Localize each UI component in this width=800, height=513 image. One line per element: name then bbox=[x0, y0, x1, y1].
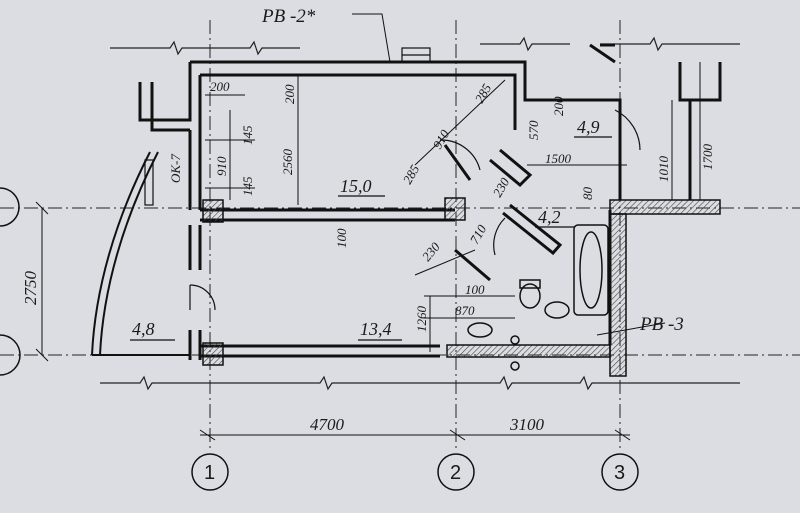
area-bath: 4,2 bbox=[538, 207, 561, 227]
hatched-walls bbox=[202, 197, 721, 377]
dim-710: 710 bbox=[467, 222, 490, 247]
axis-label-2: 2 bbox=[450, 462, 461, 484]
dim-285-b: 285 bbox=[472, 81, 495, 106]
axis-label-1: 1 bbox=[204, 462, 215, 484]
dim-145-a: 145 bbox=[240, 125, 255, 145]
area-hall: 4,9 bbox=[577, 117, 600, 137]
dim-100-b: 100 bbox=[334, 228, 349, 248]
windows bbox=[144, 47, 431, 206]
dimension-lines bbox=[35, 13, 701, 441]
dim-145-b: 145 bbox=[240, 176, 255, 196]
area-room-13: 13,4 bbox=[360, 319, 392, 339]
axis-bubbles bbox=[0, 187, 639, 491]
bathtub-icon bbox=[573, 224, 609, 316]
dim-1700: 1700 bbox=[700, 144, 715, 171]
axis-label-3: 3 bbox=[614, 462, 625, 484]
area-underlines bbox=[130, 136, 612, 341]
pv3-label: PB -3 bbox=[639, 314, 684, 335]
dim-910-a: 910 bbox=[214, 156, 229, 176]
dim-1500: 1500 bbox=[545, 151, 572, 166]
dim-100-a: 100 bbox=[465, 282, 485, 297]
pv2-label: PB -2* bbox=[261, 6, 316, 27]
dim-1010: 1010 bbox=[656, 156, 671, 183]
ok7-label: OK-7 bbox=[168, 154, 183, 183]
dim-200-a: 200 bbox=[210, 79, 230, 94]
dim-1260: 1260 bbox=[414, 306, 429, 333]
dim-285-a: 285 bbox=[400, 162, 423, 187]
dim-80: 80 bbox=[580, 187, 595, 201]
area-balcony: 4,8 bbox=[132, 319, 155, 339]
sink-icon bbox=[544, 301, 570, 319]
dim-2750: 2750 bbox=[21, 271, 40, 306]
dim-230-a: 230 bbox=[490, 175, 513, 200]
door-swings bbox=[439, 109, 641, 256]
bathroom-fixtures bbox=[467, 224, 609, 371]
break-lines bbox=[100, 36, 740, 391]
dim-2560: 2560 bbox=[280, 149, 295, 176]
balcony-outline bbox=[91, 151, 216, 356]
kitchen-sink-icon bbox=[467, 322, 493, 338]
dim-200-c: 200 bbox=[551, 96, 566, 116]
dim-3100: 3100 bbox=[509, 415, 545, 434]
area-room-15: 15,0 bbox=[340, 176, 372, 196]
dim-870: 870 bbox=[455, 303, 475, 318]
dim-230-b: 230 bbox=[419, 239, 443, 264]
dim-4700: 4700 bbox=[310, 415, 345, 434]
dim-570: 570 bbox=[526, 120, 541, 140]
dim-200-b: 200 bbox=[282, 84, 297, 104]
toilet-icon bbox=[519, 283, 541, 309]
